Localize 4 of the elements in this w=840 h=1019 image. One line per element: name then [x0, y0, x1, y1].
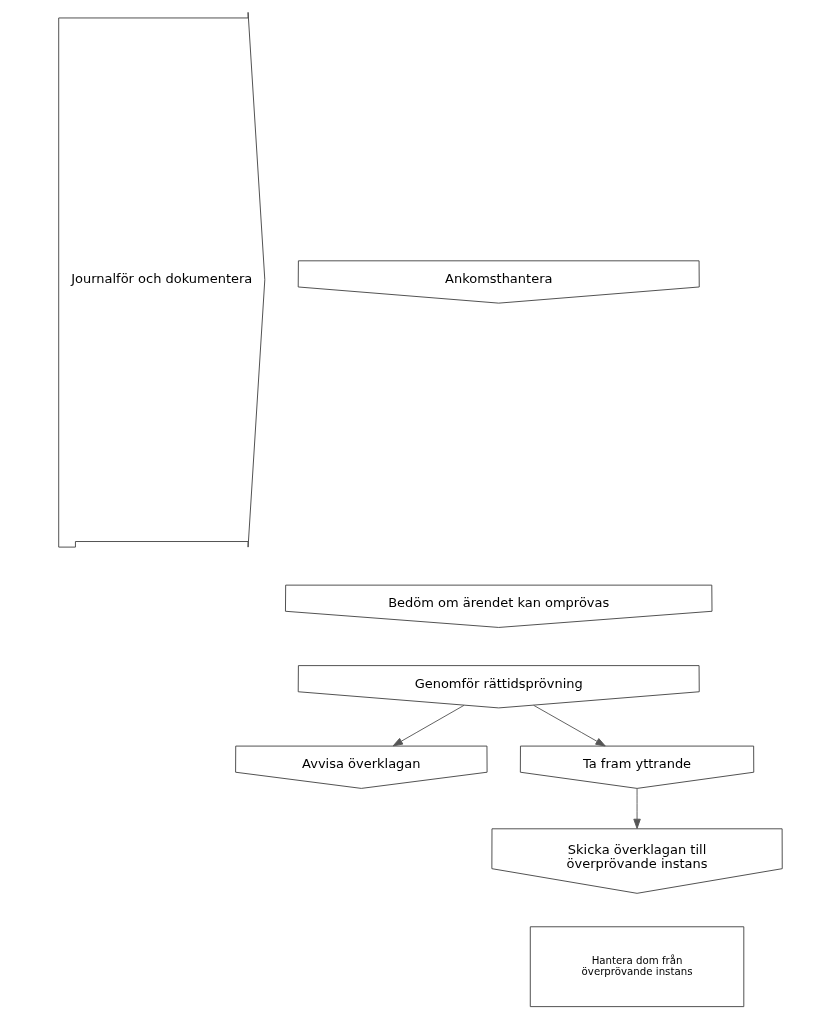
arrow	[632, 788, 641, 829]
arrow	[392, 704, 465, 747]
arrow	[532, 704, 606, 747]
node-box: Hantera dom från överprövande instans	[529, 926, 744, 1008]
